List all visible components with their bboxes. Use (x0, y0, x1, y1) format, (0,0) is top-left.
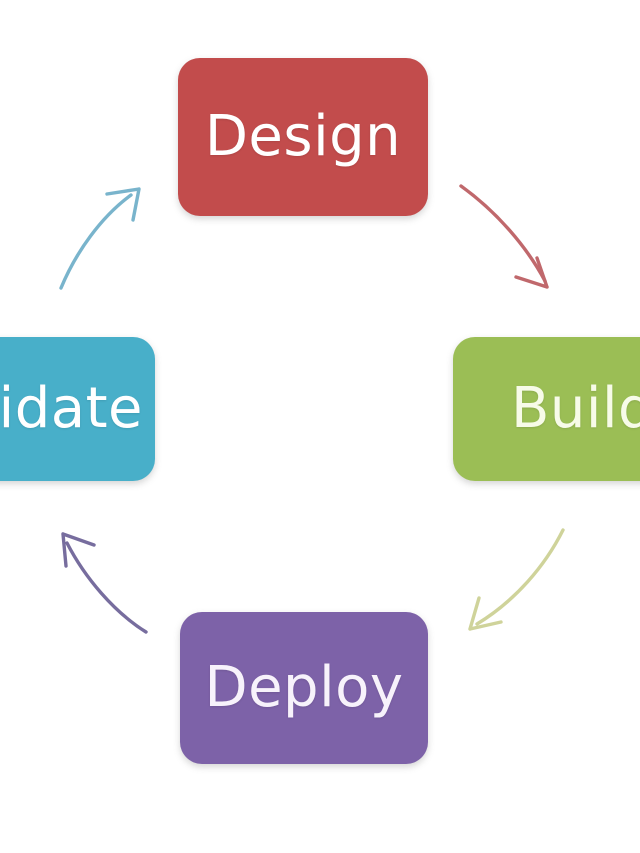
node-design[interactable]: Design (178, 58, 428, 216)
node-validate[interactable]: Validate (0, 337, 155, 481)
node-deploy-label: Deploy (204, 655, 404, 720)
arrow-validate-to-design (59, 187, 141, 290)
arrow-deploy-to-validate (61, 532, 148, 634)
arrow-design-to-build (459, 184, 549, 289)
node-validate-label: Validate (0, 376, 143, 441)
node-build[interactable]: Build (453, 337, 640, 481)
node-build-label: Build (511, 376, 640, 441)
node-design-label: Design (204, 104, 402, 169)
arrow-build-to-deploy (468, 528, 565, 631)
node-deploy[interactable]: Deploy (180, 612, 428, 764)
